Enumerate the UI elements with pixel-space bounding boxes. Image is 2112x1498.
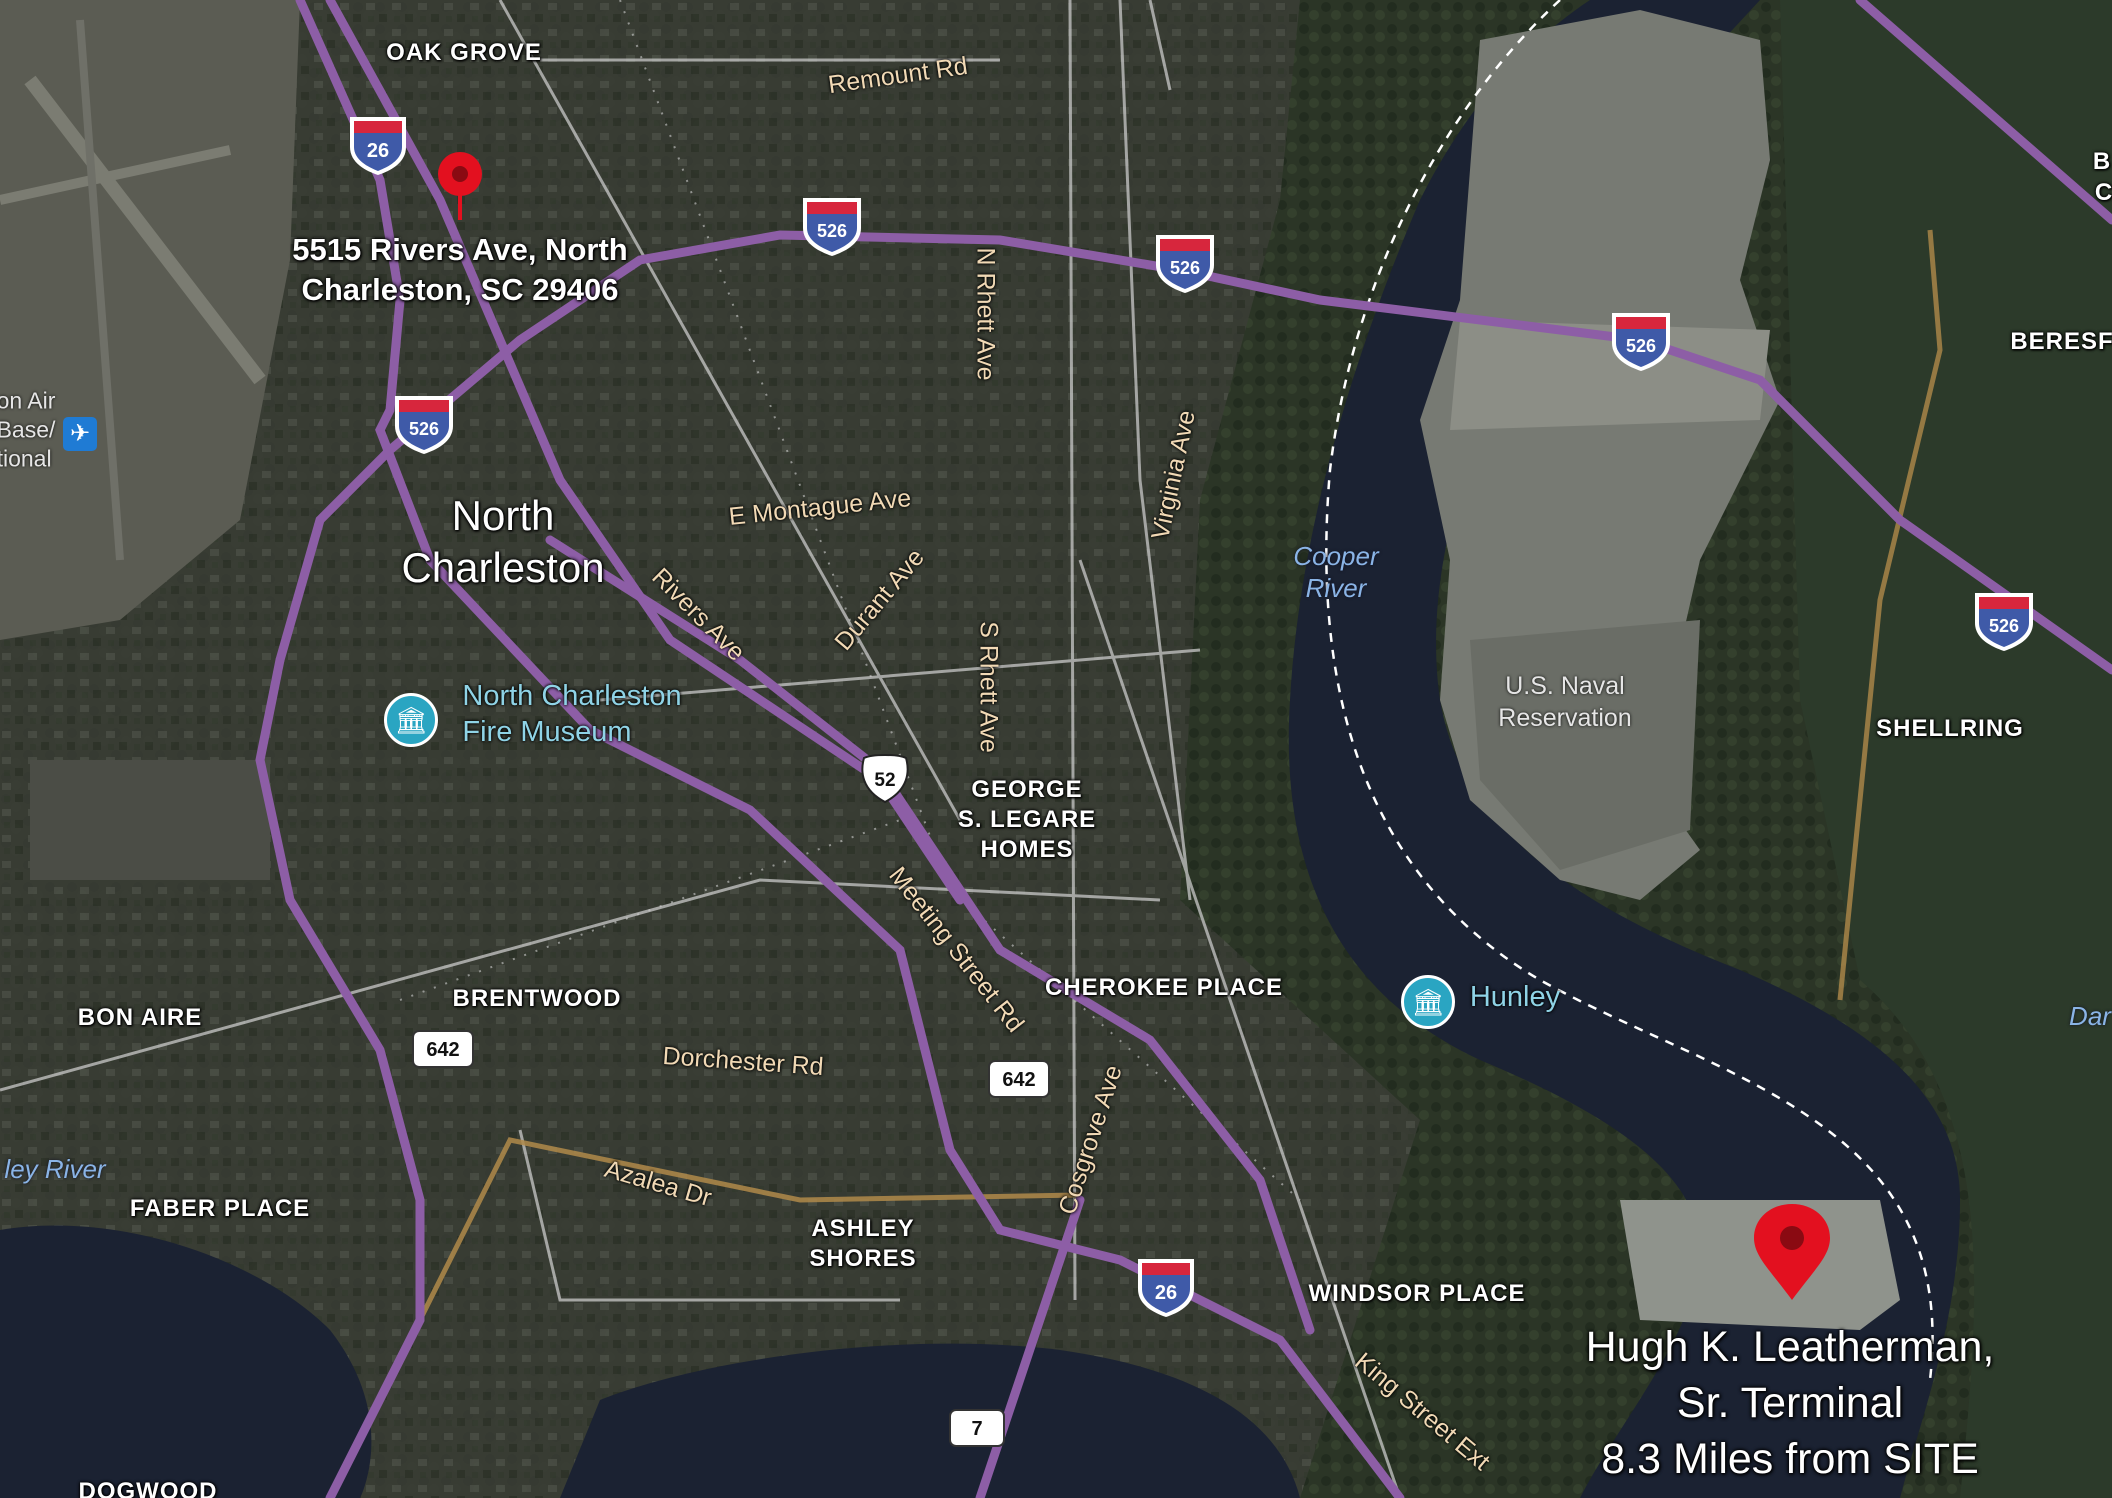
svg-text:526: 526 bbox=[1989, 616, 2019, 636]
poi-north-charleston-fire-museum[interactable]: North Charleston Fire Museum bbox=[462, 680, 682, 748]
road-s-rhett-ave: S Rhett Ave bbox=[974, 621, 1003, 753]
i-526-shield: 526 bbox=[1156, 235, 1214, 293]
sc-7-shield: 7 bbox=[949, 1409, 1005, 1447]
label-cherokee-place: CHEROKEE PLACE bbox=[1044, 974, 1284, 1001]
museum-icon[interactable]: 🏛 bbox=[1401, 975, 1455, 1029]
road-n-rhett-ave: N Rhett Ave bbox=[971, 247, 1000, 381]
label-george-legare-homes: GEORGE S. LEGARE HOMES bbox=[957, 776, 1097, 863]
label-bon-aire: BON AIRE bbox=[77, 1004, 203, 1031]
museum-icon[interactable]: 🏛 bbox=[384, 693, 438, 747]
airport-icon[interactable]: ✈ bbox=[63, 417, 97, 451]
label-brentwood: BRENTWOOD bbox=[452, 985, 622, 1012]
svg-text:526: 526 bbox=[1170, 258, 1200, 278]
label-edge-c: C bbox=[2094, 179, 2112, 206]
label-site-address: 5515 Rivers Ave, North Charleston, SC 29… bbox=[292, 232, 628, 307]
poi-hunley[interactable]: Hunley bbox=[1469, 981, 1561, 1013]
sc-642-shield: 642 bbox=[988, 1060, 1050, 1098]
svg-text:26: 26 bbox=[1155, 1282, 1177, 1304]
label-faber-place: FABER PLACE bbox=[129, 1195, 311, 1222]
site-map-pin[interactable] bbox=[433, 150, 487, 222]
svg-text:526: 526 bbox=[1626, 336, 1656, 356]
i-526-shield: 526 bbox=[395, 396, 453, 454]
label-ashley-river: ley River bbox=[4, 1154, 106, 1184]
us-52-shield: 52 bbox=[861, 754, 909, 804]
svg-text:526: 526 bbox=[817, 221, 847, 241]
label-dogwood: DOGWOOD bbox=[78, 1478, 218, 1498]
svg-text:7: 7 bbox=[971, 1418, 982, 1440]
i-526-shield: 526 bbox=[1612, 313, 1670, 371]
label-daniel-island: Dar bbox=[2069, 1001, 2111, 1031]
label-city-north-charleston: North Charleston bbox=[401, 492, 605, 591]
svg-text:526: 526 bbox=[409, 419, 439, 439]
label-cooper-river: Cooper River bbox=[1293, 541, 1379, 603]
label-terminal: Hugh K. Leatherman, Sr. Terminal 8.3 Mil… bbox=[1585, 1323, 1995, 1483]
svg-text:642: 642 bbox=[1002, 1069, 1035, 1091]
svg-text:52: 52 bbox=[874, 770, 895, 791]
svg-text:642: 642 bbox=[426, 1039, 459, 1061]
label-ashley-shores: ASHLEY SHORES bbox=[809, 1215, 917, 1272]
label-us-naval-reservation: U.S. Naval Reservation bbox=[1498, 672, 1632, 732]
label-oak-grove: OAK GROVE bbox=[386, 39, 542, 66]
label-shellring: SHELLRING bbox=[1876, 715, 2024, 742]
i-26-shield: 26 bbox=[1138, 1259, 1194, 1317]
label-windsor-place: WINDSOR PLACE bbox=[1308, 1280, 1526, 1307]
sc-642-shield: 642 bbox=[412, 1030, 474, 1068]
label-edge-b: B bbox=[2092, 148, 2112, 175]
terminal-map-pin[interactable] bbox=[1750, 1200, 1834, 1304]
i-26-shield: 26 bbox=[350, 117, 406, 175]
svg-text:26: 26 bbox=[367, 140, 389, 162]
label-beresford: BERESF bbox=[2010, 328, 2112, 355]
i-526-shield: 526 bbox=[803, 198, 861, 256]
i-526-shield: 526 bbox=[1975, 593, 2033, 651]
label-air-base: on Air Base/ tional bbox=[0, 387, 56, 472]
